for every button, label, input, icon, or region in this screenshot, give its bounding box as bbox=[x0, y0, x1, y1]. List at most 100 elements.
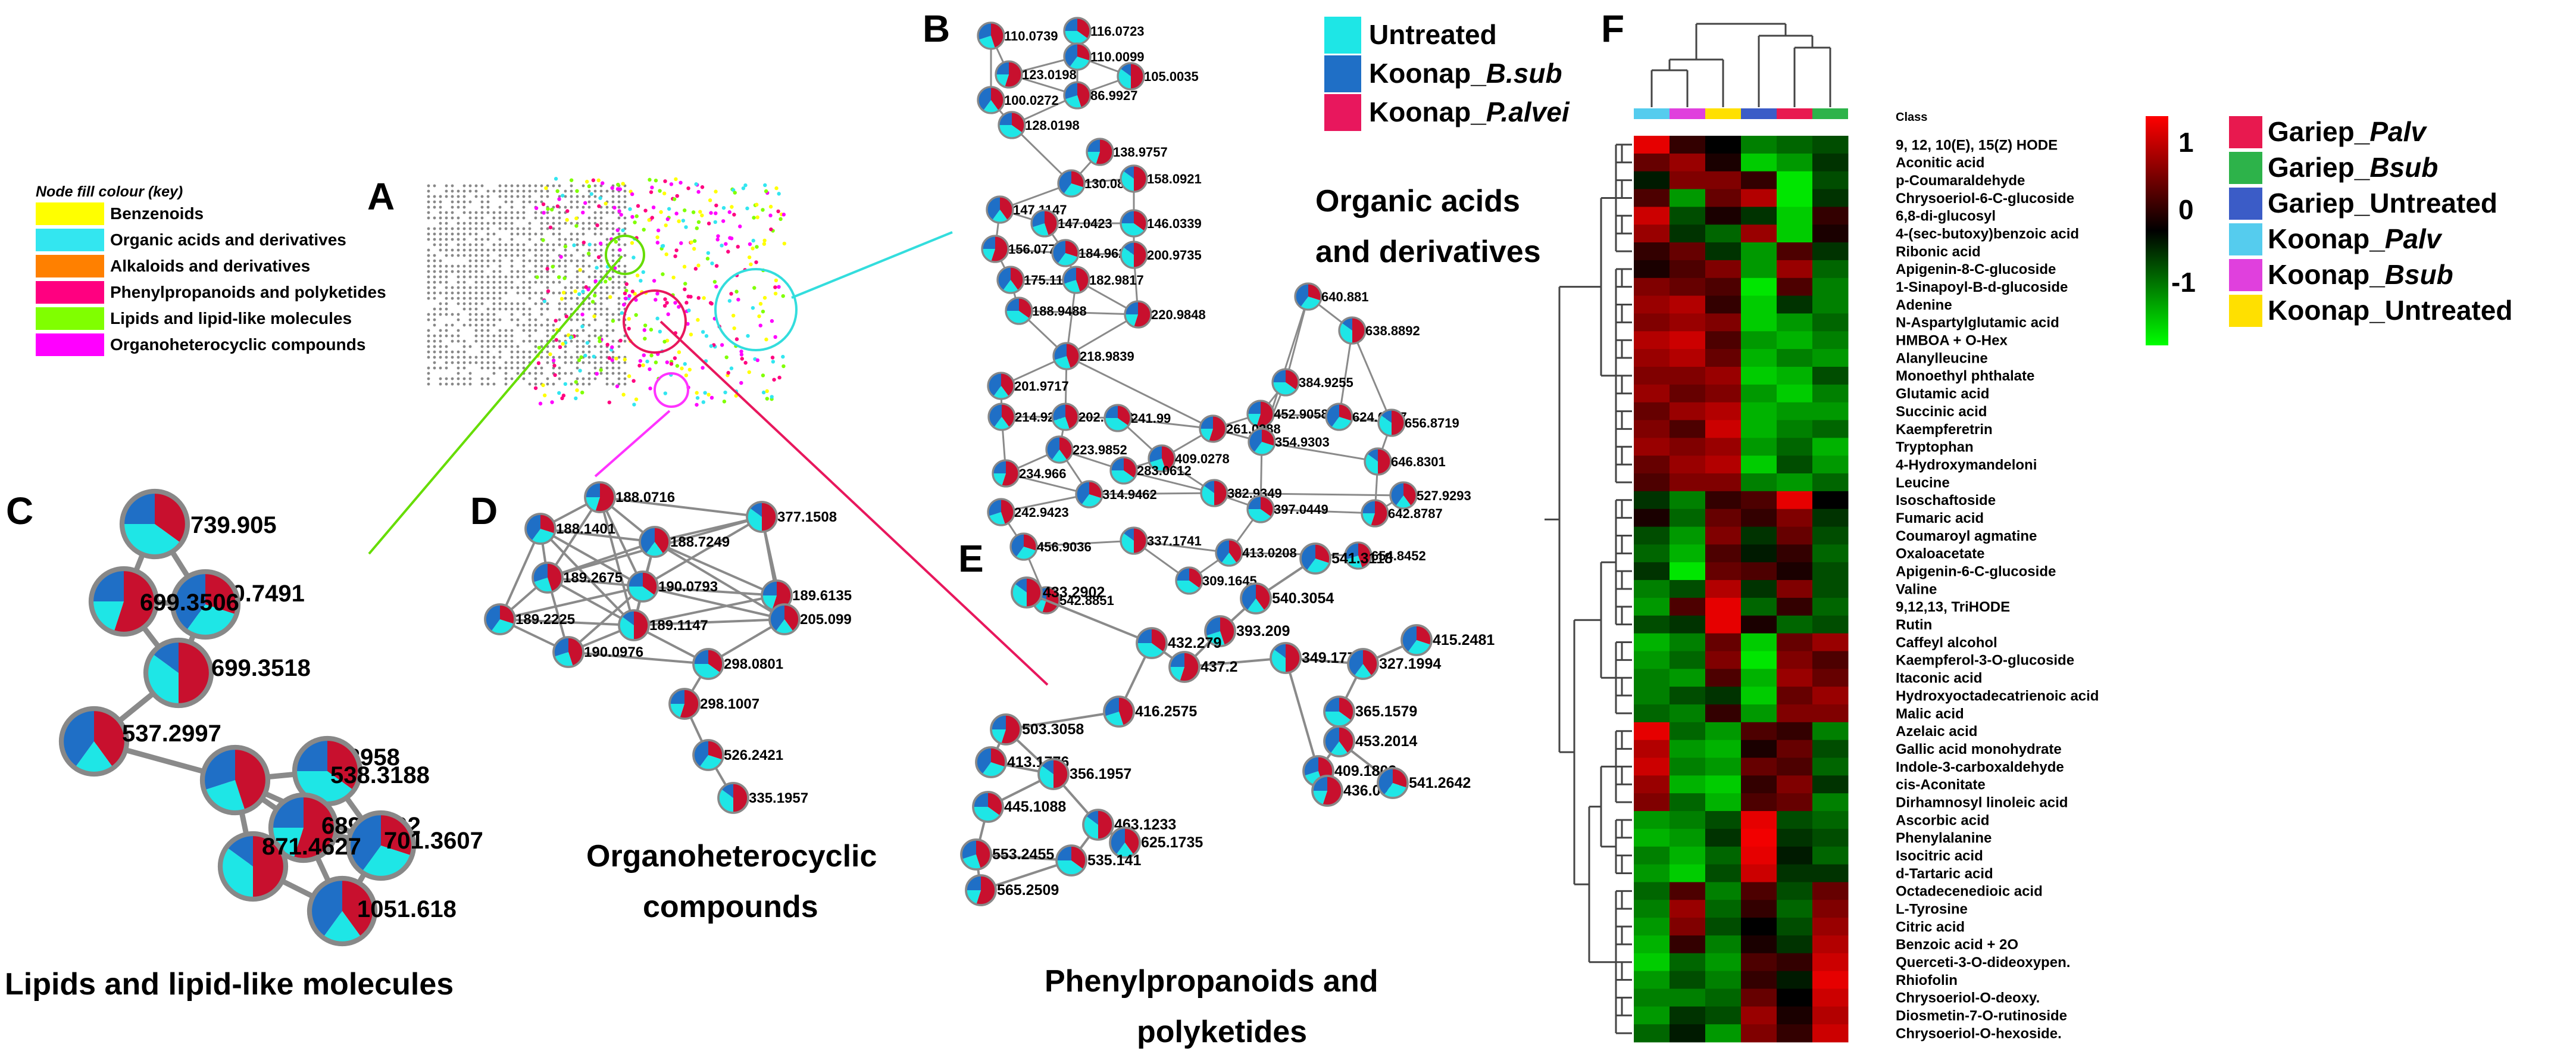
overview-dot bbox=[439, 313, 442, 316]
heatmap-cell bbox=[1812, 491, 1849, 510]
node-label: 146.0339 bbox=[1147, 216, 1202, 231]
row-label: Benzoic acid + 2O bbox=[1896, 937, 2018, 953]
overview-dot bbox=[632, 255, 636, 260]
overview-dot bbox=[510, 227, 514, 230]
pie-slice bbox=[74, 741, 114, 774]
overview-dot bbox=[492, 259, 496, 263]
row-label: Alanylleucine bbox=[1896, 350, 1988, 366]
overview-dot bbox=[510, 238, 514, 241]
heatmap-cell bbox=[1777, 171, 1813, 190]
overview-dot bbox=[598, 196, 602, 200]
overview-dot bbox=[587, 184, 592, 189]
node-border bbox=[1063, 81, 1092, 110]
node-border bbox=[1400, 624, 1433, 656]
node-label: 541.3118 bbox=[1331, 550, 1393, 567]
network-node: 105.0035 bbox=[1117, 62, 1199, 91]
heatmap-cell bbox=[1670, 882, 1706, 900]
overview-dot bbox=[480, 286, 484, 289]
node-label: 456.9036 bbox=[1037, 539, 1092, 554]
row-label: Succinic acid bbox=[1896, 404, 1987, 420]
heatmap-cell bbox=[1777, 331, 1813, 350]
overview-dot bbox=[474, 361, 478, 364]
node-border bbox=[746, 501, 778, 533]
overview-dot bbox=[607, 400, 612, 404]
pie-slice bbox=[991, 236, 1008, 262]
overview-dot bbox=[498, 297, 502, 300]
overview-dot bbox=[474, 264, 478, 268]
overview-dot bbox=[457, 297, 460, 300]
overview-dot bbox=[611, 382, 615, 386]
key-swatch bbox=[36, 229, 104, 251]
node-border bbox=[987, 372, 1015, 400]
overview-dot bbox=[673, 254, 677, 258]
overview-dot bbox=[433, 350, 436, 354]
overview-dot bbox=[439, 205, 442, 209]
node-border bbox=[977, 21, 1005, 50]
overview-dot bbox=[662, 304, 667, 308]
overview-dot bbox=[480, 313, 484, 316]
overview-dot bbox=[462, 195, 466, 198]
overview-dot bbox=[480, 264, 484, 268]
overview-dot bbox=[582, 377, 585, 381]
network-node: 200.9735 bbox=[1120, 241, 1202, 269]
heatmap-cell bbox=[1634, 544, 1670, 563]
overview-dot bbox=[427, 200, 430, 204]
overview-dot bbox=[498, 243, 502, 247]
overview-dot bbox=[671, 275, 676, 280]
network-node: 327.1994 bbox=[1347, 648, 1441, 680]
overview-dot bbox=[605, 238, 609, 241]
pie-slice bbox=[1087, 139, 1100, 152]
node-border bbox=[1055, 844, 1087, 877]
overview-dot bbox=[492, 307, 496, 311]
overview-dot bbox=[576, 275, 579, 279]
network-node: 541.3118 bbox=[1299, 542, 1393, 575]
heatmap-cell bbox=[1777, 811, 1813, 829]
pie-slice bbox=[976, 840, 992, 869]
pie-slice bbox=[114, 569, 157, 635]
overview-dot bbox=[611, 280, 615, 284]
pie-slice bbox=[253, 834, 286, 899]
heatmap-cell bbox=[1705, 864, 1742, 882]
heatmap-cell bbox=[1705, 260, 1742, 279]
overview-dot bbox=[700, 185, 705, 189]
overview-dot bbox=[534, 189, 537, 193]
pie-slice bbox=[1205, 616, 1220, 636]
heatmap-cell bbox=[1741, 935, 1777, 954]
overview-dot bbox=[706, 251, 711, 255]
overview-dot bbox=[605, 361, 609, 364]
overview-dot bbox=[439, 307, 442, 311]
overview-dot bbox=[695, 226, 699, 230]
overview-dot bbox=[590, 300, 595, 304]
overview-dot bbox=[687, 308, 691, 313]
node-border bbox=[995, 60, 1023, 89]
overview-dot bbox=[564, 259, 567, 263]
network-node: 356.1957 bbox=[1037, 758, 1131, 790]
heatmap-cell bbox=[1670, 988, 1706, 1007]
overview-dot bbox=[546, 270, 549, 273]
pie-slice bbox=[1286, 643, 1300, 673]
heatmap-cell bbox=[1670, 438, 1706, 456]
overview-dot bbox=[642, 353, 646, 357]
overview-dot bbox=[522, 313, 526, 316]
overview-dot bbox=[516, 372, 520, 375]
overview-dot bbox=[558, 227, 561, 230]
overview-dot bbox=[623, 382, 627, 386]
overview-dot bbox=[504, 291, 508, 295]
overview-dot bbox=[433, 227, 436, 230]
overview-dot bbox=[621, 182, 625, 186]
overview-dot bbox=[480, 254, 484, 257]
overview-dot bbox=[617, 216, 621, 220]
overview-dot bbox=[582, 241, 586, 245]
network-node: 433.2902 bbox=[1011, 576, 1105, 609]
overview-dot bbox=[522, 275, 526, 279]
heatmap-cell bbox=[1741, 242, 1777, 261]
overview-dot bbox=[576, 334, 579, 338]
overview-dot bbox=[768, 213, 773, 218]
overview-dot bbox=[433, 355, 436, 359]
node-label: 298.0801 bbox=[724, 656, 783, 672]
class-bar-cell bbox=[1634, 108, 1670, 119]
legend-label: Untreated bbox=[1369, 19, 1497, 50]
network-edge bbox=[1260, 508, 1375, 514]
pie-slice bbox=[680, 689, 699, 719]
overview-dot bbox=[696, 318, 700, 322]
